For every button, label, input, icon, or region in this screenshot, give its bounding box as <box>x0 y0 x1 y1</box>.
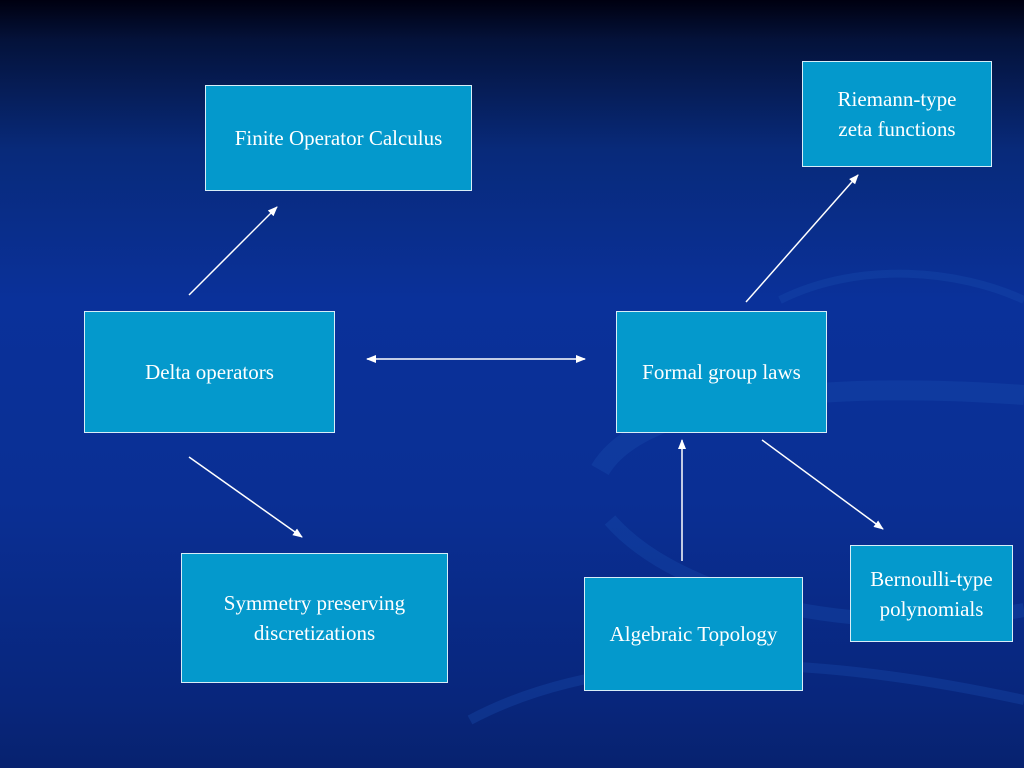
node-delta-operators: Delta operators <box>84 311 335 433</box>
arrow-formal-to-riemann <box>745 174 859 303</box>
node-label: Riemann-type zeta functions <box>837 87 957 141</box>
node-finite-operator-calculus: Finite Operator Calculus <box>205 85 472 191</box>
node-bernoulli-polynomials: Bernoulli-type polynomials <box>850 545 1013 642</box>
node-label: Algebraic Topology <box>609 622 778 646</box>
node-label: Finite Operator Calculus <box>234 126 443 150</box>
node-algebraic-topology: Algebraic Topology <box>584 577 803 691</box>
node-formal-group-laws: Formal group laws <box>616 311 827 433</box>
node-label: Delta operators <box>145 360 274 384</box>
arrow-delta-to-symmetry <box>188 456 303 538</box>
node-symmetry-discretizations: Symmetry preserving discretizations <box>181 553 448 683</box>
node-label: Formal group laws <box>642 360 801 384</box>
arrow-formal-to-bernoulli <box>761 439 884 530</box>
arrow-delta-to-finite-operator <box>188 206 278 296</box>
node-label: Bernoulli-type polynomials <box>870 566 993 621</box>
node-riemann-zeta: Riemann-type zeta functions <box>802 61 992 167</box>
node-label: Symmetry preserving discretizations <box>223 591 406 645</box>
